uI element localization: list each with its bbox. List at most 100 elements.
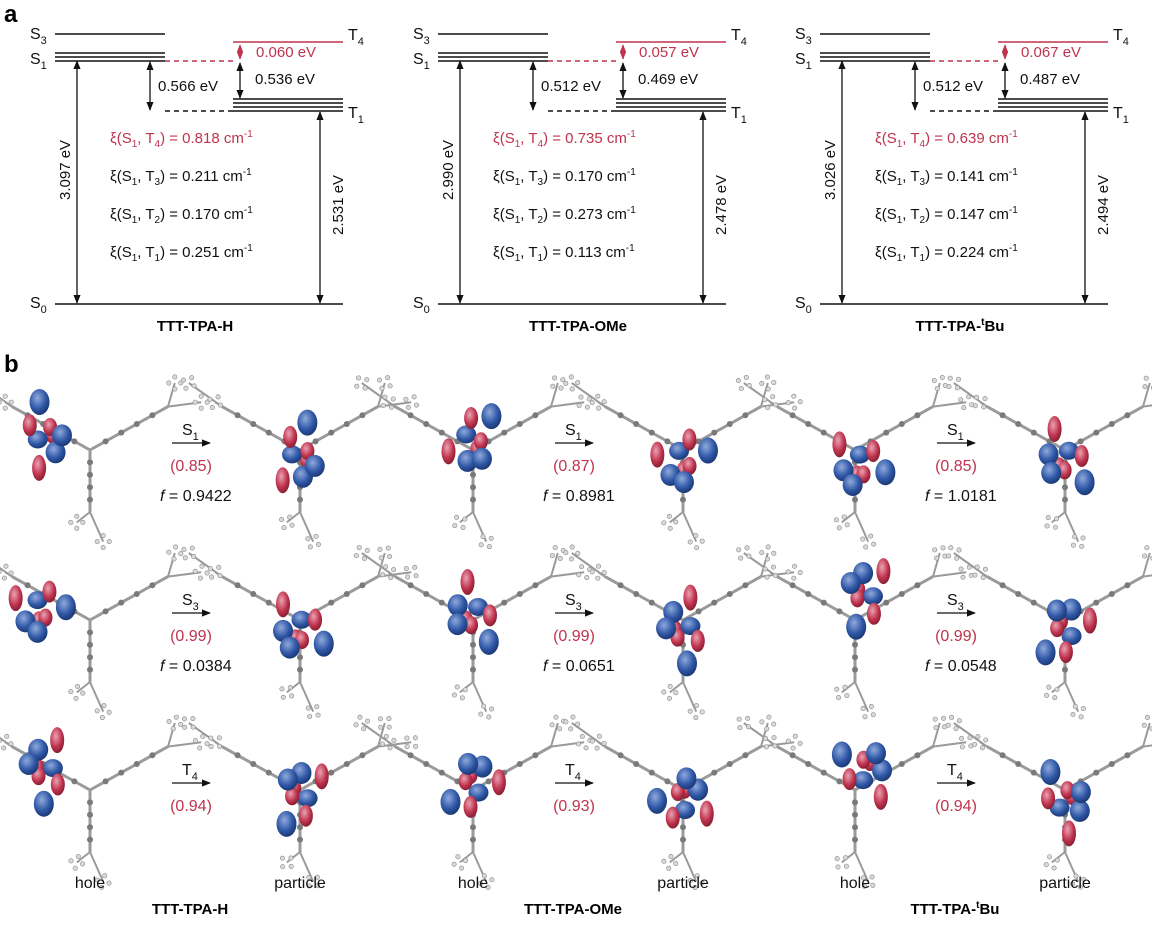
hydrogen-atom	[759, 380, 765, 386]
orbital-lobe	[1061, 598, 1082, 621]
hydrogen-atom	[364, 547, 370, 553]
hydrogen-atom	[1052, 695, 1058, 701]
carbon-atom	[438, 429, 445, 436]
carbon-atom	[407, 412, 414, 419]
orbital-lobe	[1046, 599, 1067, 622]
hydrogen-atom	[289, 693, 295, 699]
molecule-bond	[387, 741, 396, 748]
hydrogen-atom	[785, 738, 791, 744]
hydrogen-atom	[2, 393, 8, 399]
panel-a-letter: a	[4, 1, 18, 28]
hydrogen-atom	[314, 704, 320, 710]
hydrogen-atom	[836, 694, 842, 700]
hydrogen-atom	[305, 536, 311, 542]
hydrogen-atom	[216, 564, 222, 570]
hole-label: hole	[75, 875, 105, 892]
carbon-atom	[133, 760, 140, 767]
energy-s1-t4: 0.057 eV	[639, 44, 699, 61]
energy-s1-t1: 0.512 eV	[923, 78, 983, 95]
label-s3: S3	[795, 26, 812, 47]
hydrogen-atom	[75, 854, 81, 860]
hydrogen-atom	[844, 693, 850, 699]
orbital-lobe	[850, 589, 865, 608]
hydrogen-atom	[959, 744, 965, 750]
hydrogen-atom	[382, 394, 388, 400]
carbon-atom	[328, 769, 335, 776]
hydrogen-atom	[661, 689, 667, 695]
hydrogen-atom	[94, 708, 100, 714]
soc-value: ξ(S1, T3) = 0.170 cm-1	[493, 167, 636, 188]
molecule-bond	[682, 851, 698, 883]
molecule-bond	[89, 511, 105, 543]
carbon-atom	[234, 752, 241, 759]
hydrogen-atom	[771, 721, 777, 727]
hydrogen-atom	[1, 745, 7, 751]
carbon-atom	[87, 799, 93, 806]
molecule-bond	[89, 405, 169, 452]
hydrogen-atom	[948, 545, 954, 551]
hydrogen-atom	[569, 544, 575, 550]
orbital-lobe	[1049, 798, 1070, 817]
label-s1: S1	[30, 51, 47, 72]
hydrogen-atom	[8, 399, 14, 405]
hydrogen-atom	[575, 741, 581, 747]
hydrogen-atom	[481, 873, 487, 879]
molecule-orbital	[945, 714, 1152, 890]
carbon-atom	[1062, 484, 1068, 491]
carbon-atom	[852, 811, 858, 818]
orbital-lobe	[849, 445, 870, 464]
carbon-atom	[423, 590, 430, 597]
hydrogen-atom	[387, 383, 393, 389]
hydrogen-atom	[192, 568, 198, 574]
hydrogen-atom	[190, 724, 196, 730]
hydrogen-atom	[745, 715, 751, 721]
hydrogen-atom	[759, 719, 765, 725]
hydrogen-atom	[932, 547, 938, 553]
carbon-atom	[234, 412, 241, 419]
orbital-lobe	[282, 445, 303, 464]
carbon-atom	[1062, 496, 1068, 503]
carbon-atom	[883, 599, 890, 606]
orbital-lobe	[676, 650, 697, 677]
hydrogen-atom	[673, 519, 679, 525]
hydrogen-atom	[412, 564, 418, 570]
hydrogen-atom	[841, 514, 847, 520]
carbon-atom	[852, 824, 858, 831]
energy-s1-t4: 0.067 eV	[1021, 44, 1081, 61]
orbital-lobe	[1061, 627, 1082, 646]
carbon-atom	[1015, 760, 1022, 767]
orbital-lobe	[298, 804, 313, 827]
carbon-atom	[711, 429, 718, 436]
hydrogen-atom	[1054, 516, 1060, 522]
orbital-lobe	[1069, 799, 1090, 822]
hydrogen-atom	[692, 884, 698, 890]
orbital-lobe	[1070, 781, 1091, 804]
carbon-atom	[343, 420, 350, 427]
orbital-lobe	[866, 440, 881, 463]
hydrogen-atom	[1072, 534, 1078, 540]
orbital-lobe	[33, 790, 54, 817]
energy-t4-t1: 0.536 eV	[255, 71, 315, 88]
hydrogen-atom	[170, 726, 176, 732]
transition-state: S3	[947, 592, 964, 613]
orbital-lobe	[1040, 759, 1061, 786]
hydrogen-atom	[557, 726, 563, 732]
hydrogen-atom	[972, 741, 978, 747]
energy-s1-t1: 0.566 eV	[158, 78, 218, 95]
carbon-atom	[711, 769, 718, 776]
carbon-atom	[805, 590, 812, 597]
molecule-bond	[1051, 681, 1066, 694]
carbon-atom	[407, 752, 414, 759]
hydrogen-atom	[75, 683, 81, 689]
hydrogen-atom	[1073, 873, 1079, 879]
orbital-lobe	[690, 629, 705, 652]
hydrogen-atom	[189, 545, 195, 551]
hydrogen-atom	[307, 544, 313, 550]
hydrogen-atom	[313, 533, 319, 539]
hydrogen-atom	[305, 705, 311, 711]
label-s3: S3	[413, 26, 430, 47]
hydrogen-atom	[972, 572, 978, 578]
carbon-atom	[87, 641, 93, 648]
hydrogen-atom	[455, 854, 461, 860]
